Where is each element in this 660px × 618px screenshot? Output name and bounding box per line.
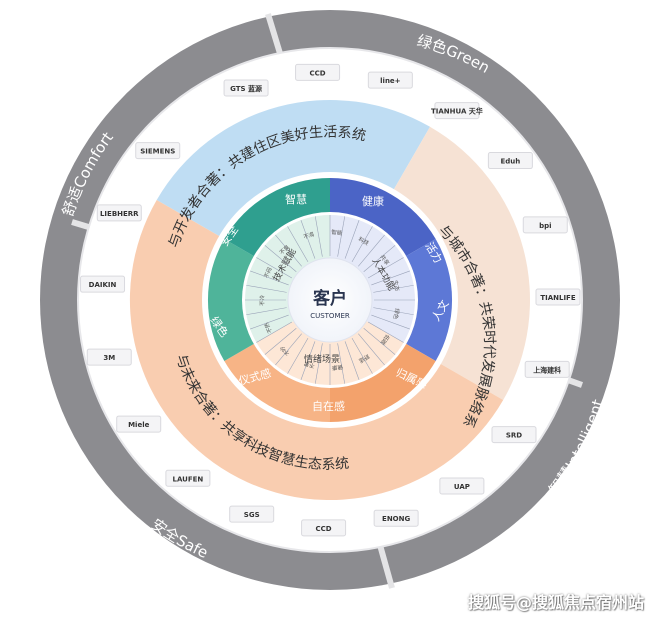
inner-tiny-label: 绿色 [391, 308, 401, 321]
spoke-line [287, 337, 309, 374]
pillar-ease: 自在感 [312, 400, 345, 413]
spoke-line [246, 307, 287, 316]
partner-logo: GTS 蓝源 [223, 79, 269, 97]
spoke-line [358, 333, 385, 366]
svg-text:LAUFEN: LAUFEN [172, 475, 203, 483]
spoke-line [337, 343, 346, 384]
spoke-line [337, 216, 346, 257]
spoke-line [256, 257, 293, 279]
partner-logo: TIANLIFE [535, 288, 581, 306]
spoke-line [367, 321, 404, 343]
svg-text:3M: 3M [103, 354, 115, 362]
partner-logo: DAIKIN [80, 275, 126, 293]
svg-text:CCD: CCD [310, 69, 326, 77]
spoke-line [300, 220, 316, 259]
svg-text:SIEMENS: SIEMENS [140, 148, 175, 156]
spoke-line [314, 216, 323, 257]
spoke-line [250, 314, 289, 330]
spoke-line [256, 321, 293, 343]
spoke-line [264, 328, 297, 355]
svg-text:SRD: SRD [506, 432, 522, 440]
svg-text:上海建科: 上海建科 [533, 365, 561, 374]
partner-logo: UAP [439, 477, 485, 495]
partner-logo: TIANHUA 天华 [431, 102, 483, 120]
svg-text:SGS: SGS [244, 511, 260, 519]
spoke-line [351, 337, 373, 374]
partner-logo: line+ [367, 71, 413, 89]
svg-text:bpi: bpi [539, 222, 551, 230]
partner-logo: SGS [229, 505, 275, 523]
spoke-line [246, 284, 287, 293]
partner-logo: CCD [295, 63, 341, 81]
partner-logo: Eduh [487, 152, 533, 170]
partner-logo: Miele [116, 415, 162, 433]
spoke-line [314, 343, 323, 384]
partner-logo: SRD [491, 426, 537, 444]
spoke-line [344, 341, 360, 380]
partner-logo: 上海建科 [524, 360, 570, 378]
emotion-scene-label: 情绪场景 [304, 353, 340, 365]
spoke-line [300, 341, 316, 380]
spoke-line [287, 226, 309, 263]
center-title: 客户 [312, 288, 347, 309]
svg-text:GTS 蓝源: GTS 蓝源 [230, 84, 262, 93]
partner-logo: ENONG [373, 509, 419, 527]
partner-logo: LIEBHERR [96, 204, 142, 222]
partner-logo: LAUFEN [165, 469, 211, 487]
pillar-wisdom: 智慧 [285, 192, 307, 206]
spoke-line [371, 270, 410, 286]
svg-text:line+: line+ [380, 77, 401, 85]
spoke-line [367, 257, 404, 279]
partner-logo: 3M [86, 348, 132, 366]
svg-text:UAP: UAP [454, 483, 470, 491]
svg-text:ENONG: ENONG [382, 515, 410, 523]
spoke-line [363, 245, 396, 272]
spoke-line [275, 234, 302, 267]
spoke-line [371, 314, 410, 330]
spoke-line [344, 220, 360, 259]
svg-text:DAIKIN: DAIKIN [89, 281, 117, 289]
partner-logo: CCD [301, 519, 347, 537]
center-circle [287, 257, 373, 343]
spoke-line [351, 226, 373, 263]
spoke-line [250, 270, 289, 286]
watermark-text: 搜狐号@搜狐焦点宿州站 [468, 593, 645, 612]
svg-text:TIANLIFE: TIANLIFE [540, 294, 576, 302]
partner-logo: SIEMENS [135, 142, 181, 160]
inner-tiny-label: 智能 [331, 228, 343, 237]
svg-text:CCD: CCD [316, 525, 332, 533]
spoke-line [275, 333, 302, 366]
inner-tiny-label: 不闷 [262, 266, 274, 279]
spoke-line [373, 307, 414, 316]
center-subtitle: CUSTOMER [310, 312, 350, 320]
inner-tiny-label: 不累 [303, 359, 316, 369]
svg-text:TIANHUA 天华: TIANHUA 天华 [431, 107, 483, 116]
spoke-line [358, 234, 385, 267]
spoke-line [373, 284, 414, 293]
inner-tiny-label: 不冷 [258, 294, 266, 306]
spoke-line [264, 245, 297, 272]
partner-logo: bpi [522, 216, 568, 234]
spoke-line [363, 328, 396, 355]
pillar-health: 健康 [362, 194, 384, 208]
svg-text:LIEBHERR: LIEBHERR [100, 210, 139, 218]
inner-tiny-label: 生态 [391, 279, 401, 292]
svg-text:Miele: Miele [128, 421, 150, 429]
svg-text:Eduh: Eduh [501, 158, 521, 166]
inner-tiny-label: 健康 [331, 363, 343, 372]
inner-tiny-label: 不渴 [302, 230, 315, 241]
